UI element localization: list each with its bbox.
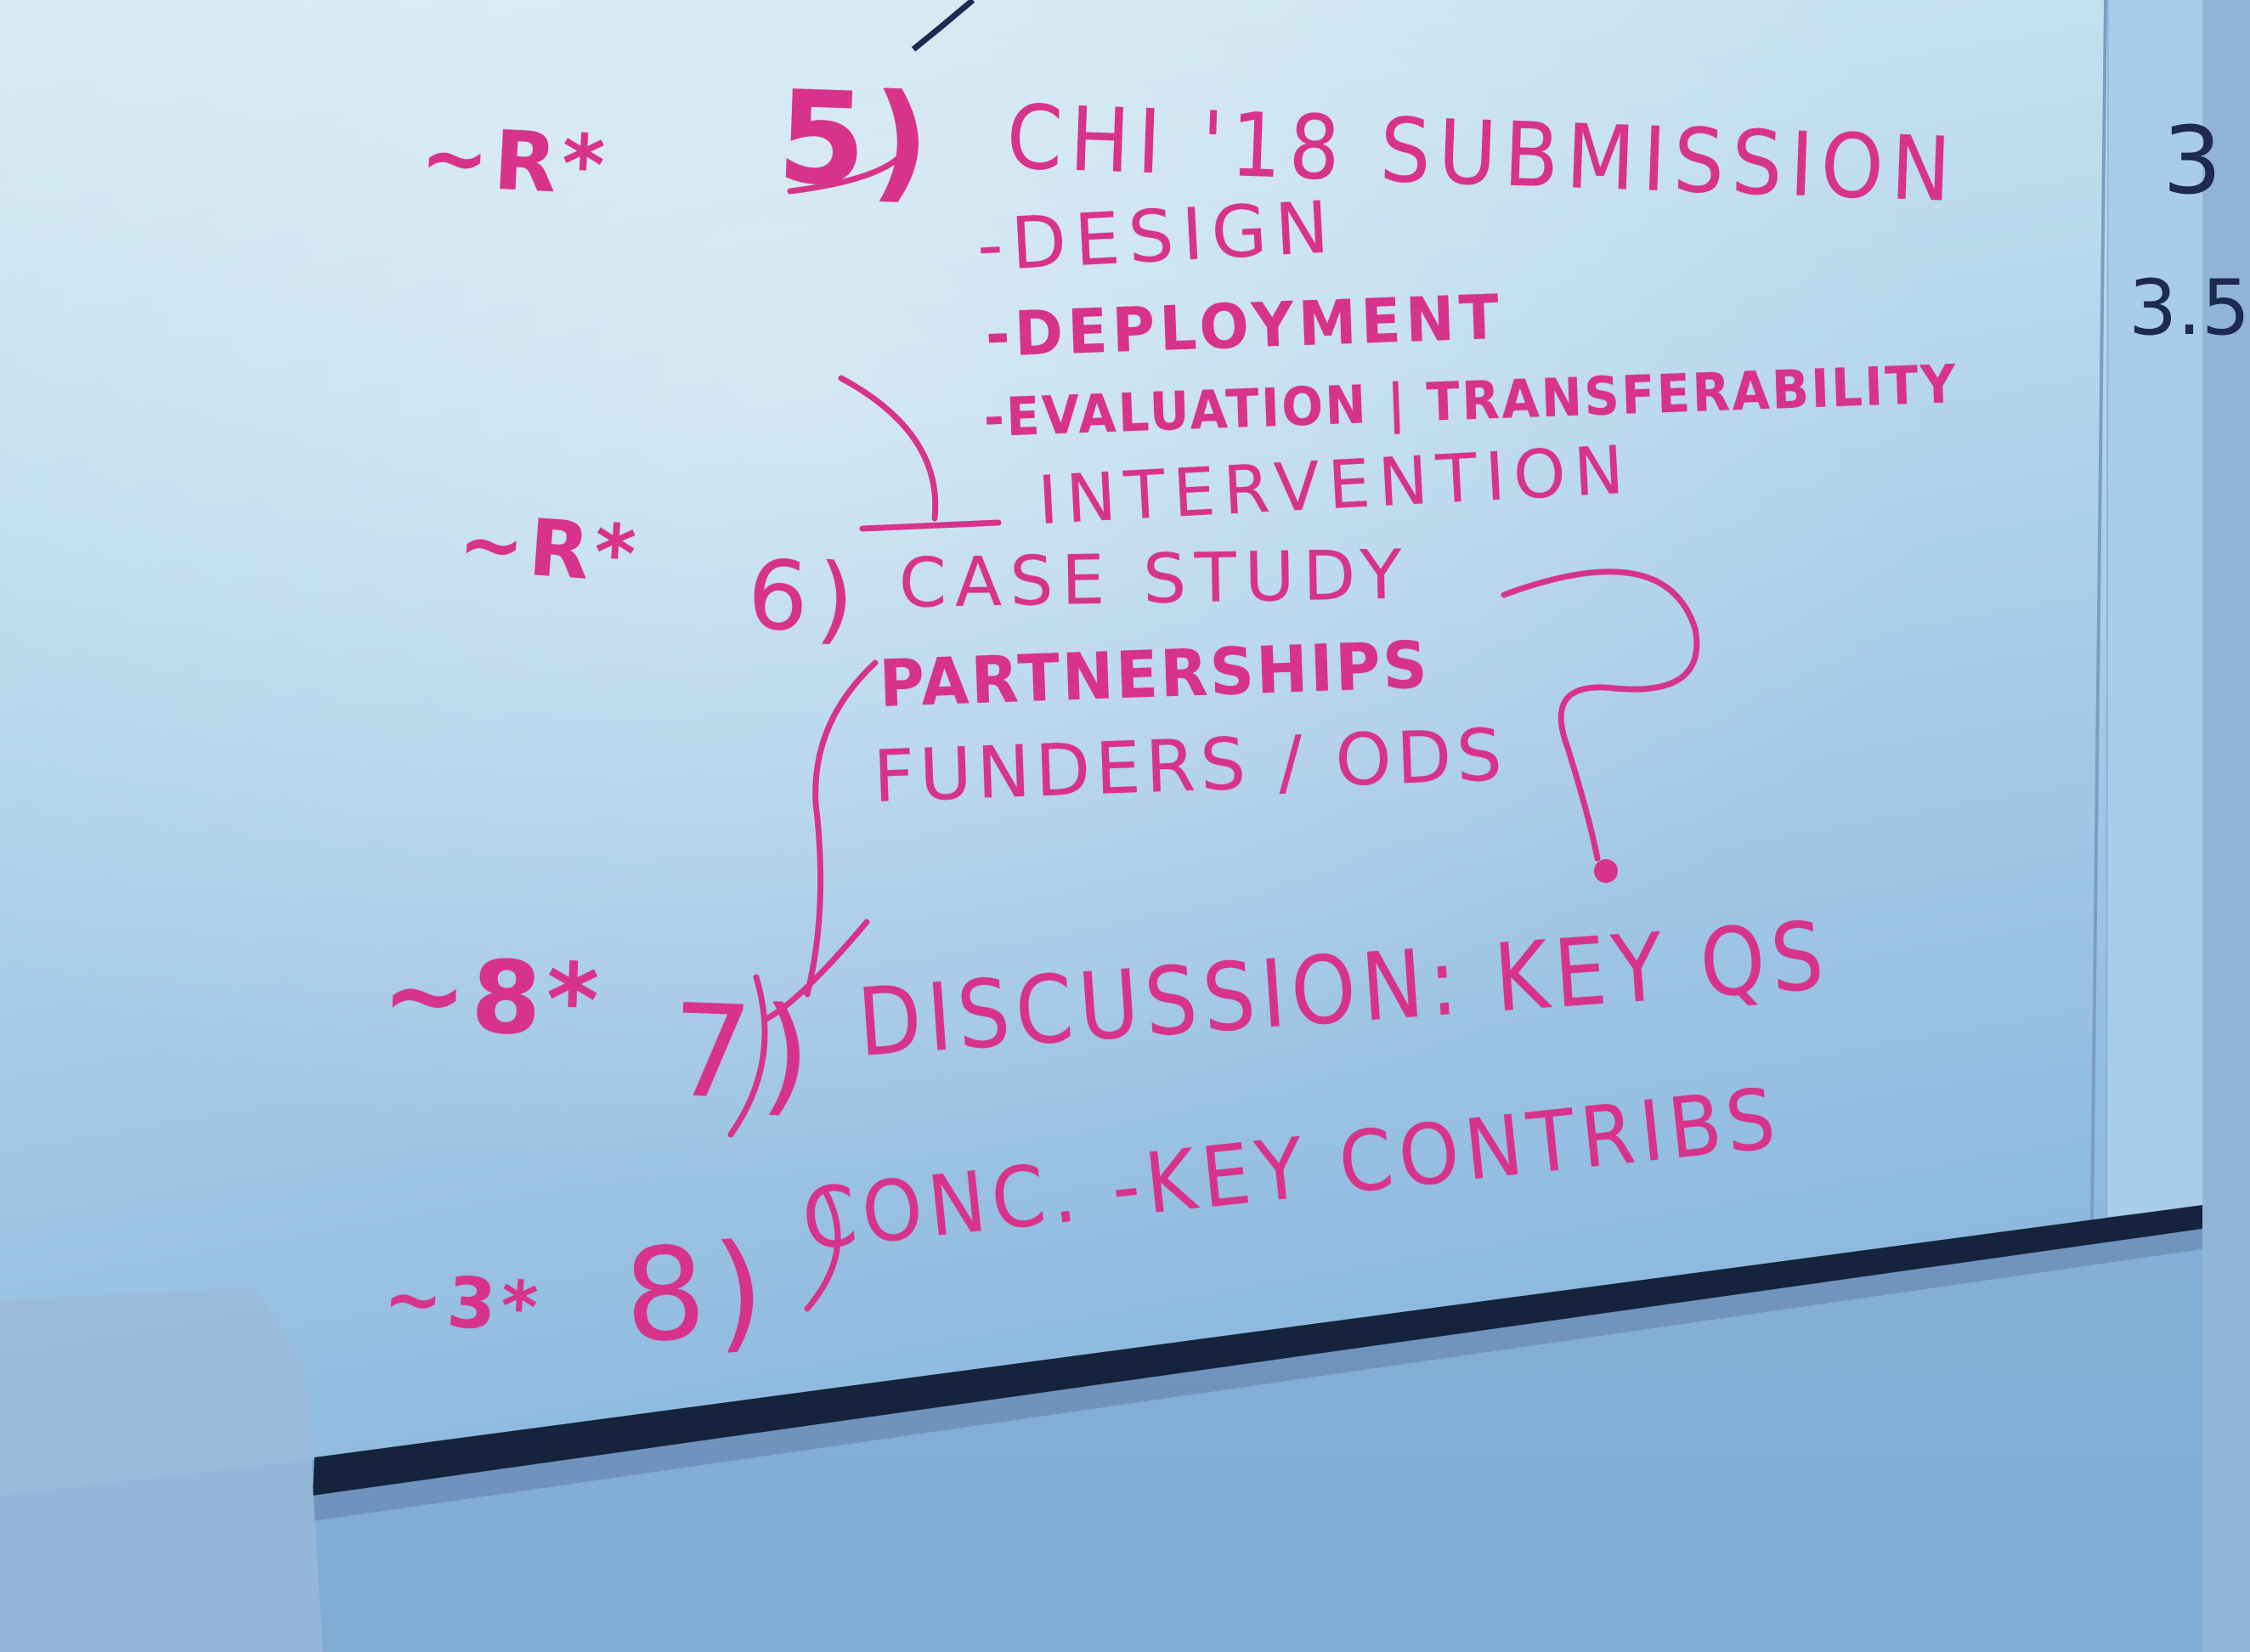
marker-tray [0, 1287, 323, 1652]
item-5-estimate: ~R* [418, 109, 613, 214]
board-seam [2090, 0, 2107, 1225]
board-glare [0, 0, 2107, 1496]
marker-mark-top [911, 0, 975, 52]
frame-shadow [313, 1229, 2202, 1521]
adjacent-board [2107, 0, 2202, 1217]
question-mark-dot [1594, 859, 1618, 883]
item-6-title: CASE STUDY [898, 535, 1411, 623]
item-5-number: 5) [774, 64, 937, 218]
item-7-number: 7) [668, 977, 822, 1131]
brackets [727, 90, 1700, 1312]
edge-mark-middle: 3.5 [2128, 263, 2250, 353]
item-8-number: 8) [620, 1216, 777, 1372]
item-8-estimate: ~3* [381, 1258, 546, 1349]
question-mark-curve [1501, 569, 1700, 862]
item-6-number: 6) [744, 540, 866, 656]
item-6-estimate: ~R* [455, 497, 644, 601]
item-7-estimate: ~8* [380, 935, 606, 1061]
edge-mark-top: 3 [2162, 106, 2222, 215]
board-background [0, 0, 2202, 1652]
board-frame [313, 1205, 2202, 1496]
